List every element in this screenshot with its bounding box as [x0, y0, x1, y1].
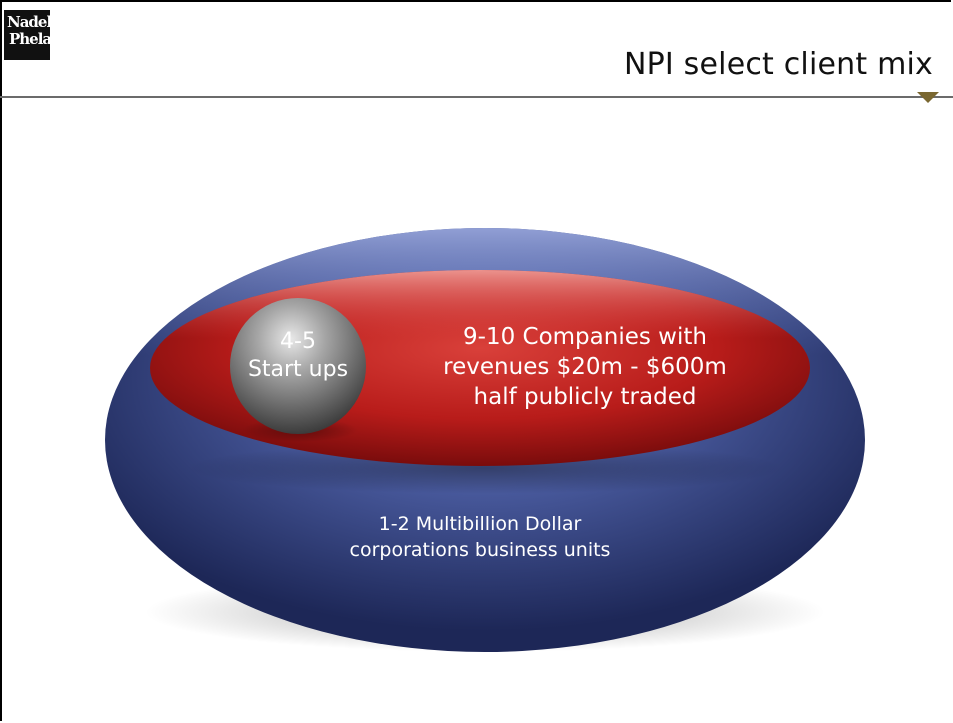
inner-circle	[230, 298, 366, 434]
company-logo: Nadel Phelan	[4, 10, 62, 60]
slide-title: NPI select client mix	[623, 47, 933, 82]
companies-line-3: half publicly traded	[473, 384, 697, 410]
logo-line-2: Phelan	[9, 30, 62, 48]
corporations-line-1: 1-2 Multibillion Dollar	[378, 513, 582, 535]
companies-line-1: 9-10 Companies with	[463, 324, 707, 350]
startups-count: 4-5	[280, 329, 316, 354]
logo-line-1: Nadel	[7, 13, 52, 31]
header-divider	[0, 96, 953, 98]
corner-marker-icon	[917, 92, 939, 103]
startups-text: Start ups	[247, 357, 349, 382]
companies-line-2: revenues $20m - $600m	[443, 354, 727, 380]
corporations-label: 1-2 Multibillion Dollar corporations bus…	[280, 511, 680, 563]
companies-label: 9-10 Companies with revenues $20m - $600…	[380, 322, 790, 412]
corporations-line-2: corporations business units	[349, 539, 611, 561]
startups-label: 4-5 Start ups	[228, 328, 368, 384]
